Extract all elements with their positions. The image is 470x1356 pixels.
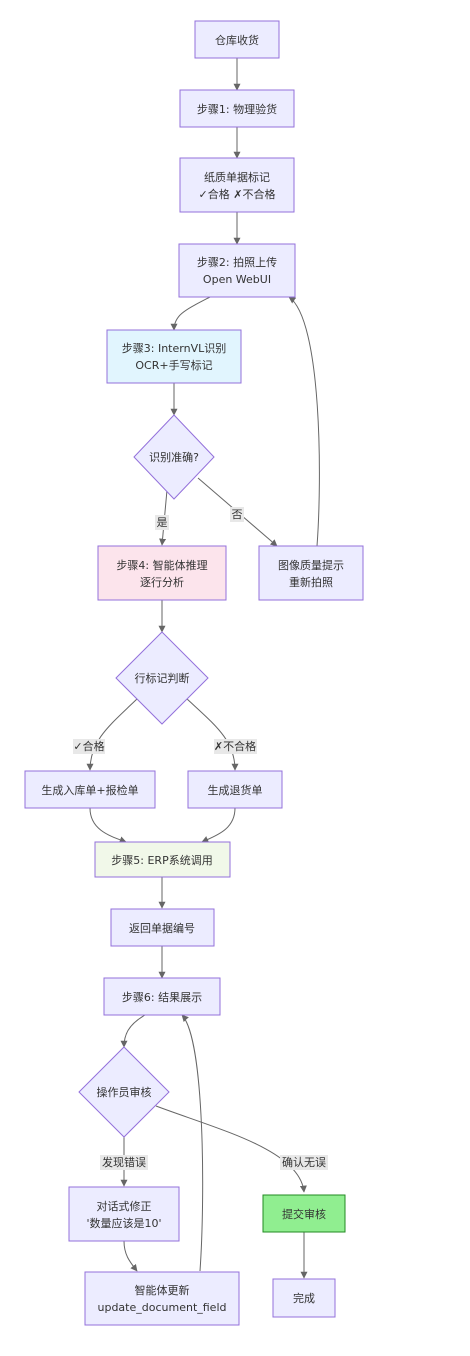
svg-text:✗不合格: ✗不合格 (214, 739, 256, 753)
svg-text:是: 是 (157, 516, 168, 529)
node-docno: 返回单据编号 (110, 908, 215, 947)
node-step1-label: 步骤1: 物理验货 (197, 102, 277, 116)
node-return: 生成退货单 (187, 770, 283, 809)
node-paper-line2: ✓合格 ✗不合格 (199, 187, 276, 201)
node-quality-line1: 图像质量提示 (278, 559, 344, 572)
node-step1: 步骤1: 物理验货 (179, 89, 295, 128)
svg-text:否: 否 (232, 508, 243, 521)
edge-step6-review (120, 1014, 146, 1048)
edge-label-found-error: 发现错误 (100, 1155, 148, 1170)
node-quality-line2: 重新拍照 (289, 575, 333, 589)
node-step3: 步骤3: InternVL识别 OCR+手写标记 (106, 329, 242, 384)
edge-review-submit (155, 1105, 307, 1193)
svg-text:✓合格: ✓合格 (73, 739, 104, 753)
node-update-line1: 智能体更新 (135, 1283, 190, 1297)
edge-update-step6 (181, 1014, 204, 1272)
node-done-label: 完成 (293, 1291, 315, 1305)
node-fix-line2: '数量应该是10' (86, 1216, 161, 1230)
edge-label-no: 否 (230, 507, 244, 522)
edge-judge-return (185, 697, 239, 771)
edge-judge-inbound (86, 697, 139, 771)
node-inbound: 生成入库单+报检单 (24, 770, 156, 809)
node-step5: 步骤5: ERP系统调用 (94, 841, 231, 878)
node-accurate-label: 识别准确? (149, 451, 199, 464)
edge-label-confirmed: 确认无误 (280, 1155, 328, 1170)
node-submit: 提交审核 (262, 1194, 346, 1233)
edge-label-yes: 是 (155, 515, 169, 530)
node-done: 完成 (272, 1278, 336, 1318)
edge-label-fail: ✗不合格 (214, 739, 257, 754)
node-quality: 图像质量提示 重新拍照 (258, 545, 364, 601)
node-step6: 步骤6: 结果展示 (103, 977, 221, 1016)
node-review-label: 操作员审核 (97, 1085, 152, 1099)
edge-return-step5 (201, 807, 236, 843)
node-step6-label: 步骤6: 结果展示 (122, 991, 202, 1004)
node-step3-line1: 步骤3: InternVL识别 (122, 342, 226, 355)
node-fix-line1: 对话式修正 (97, 1199, 152, 1213)
svg-text:发现错误: 发现错误 (102, 1155, 146, 1169)
node-judge: 行标记判断 (115, 631, 209, 725)
node-step4: 步骤4: 智能体推理 逐行分析 (97, 545, 227, 601)
node-step2-line1: 步骤2: 拍照上传 (197, 255, 277, 269)
edge-step2-step3 (170, 296, 211, 331)
node-review: 操作员审核 (78, 1046, 170, 1138)
node-inbound-label: 生成入库单+报检单 (41, 783, 138, 797)
node-judge-label: 行标记判断 (135, 671, 190, 685)
node-step4-line1: 步骤4: 智能体推理 (116, 558, 207, 572)
node-step3-line2: OCR+手写标记 (135, 358, 212, 372)
node-step2: 步骤2: 拍照上传 Open WebUI (178, 243, 296, 298)
node-step4-line2: 逐行分析 (140, 575, 184, 589)
node-return-label: 生成退货单 (208, 783, 263, 797)
edge-inbound-step5 (89, 807, 127, 844)
node-receive-label: 仓库收货 (215, 33, 259, 47)
node-submit-label: 提交审核 (282, 1207, 326, 1221)
node-update-line2: update_document_field (98, 1301, 227, 1314)
node-accurate: 识别准确? (133, 414, 215, 500)
node-paper: 纸质单据标记 ✓合格 ✗不合格 (179, 157, 295, 213)
edge-fix-update (123, 1240, 138, 1272)
node-paper-line1: 纸质单据标记 (204, 170, 270, 184)
node-docno-label: 返回单据编号 (129, 921, 195, 935)
node-receive: 仓库收货 (194, 20, 280, 59)
edge-label-pass: ✓合格 (73, 739, 105, 754)
node-update: 智能体更新 update_document_field (84, 1271, 240, 1326)
node-fix: 对话式修正 '数量应该是10' (68, 1186, 180, 1242)
svg-text:确认无误: 确认无误 (282, 1156, 326, 1169)
node-step2-line2: Open WebUI (203, 273, 271, 286)
node-step5-label: 步骤5: ERP系统调用 (111, 854, 212, 867)
edge-quality-step2 (288, 296, 320, 547)
